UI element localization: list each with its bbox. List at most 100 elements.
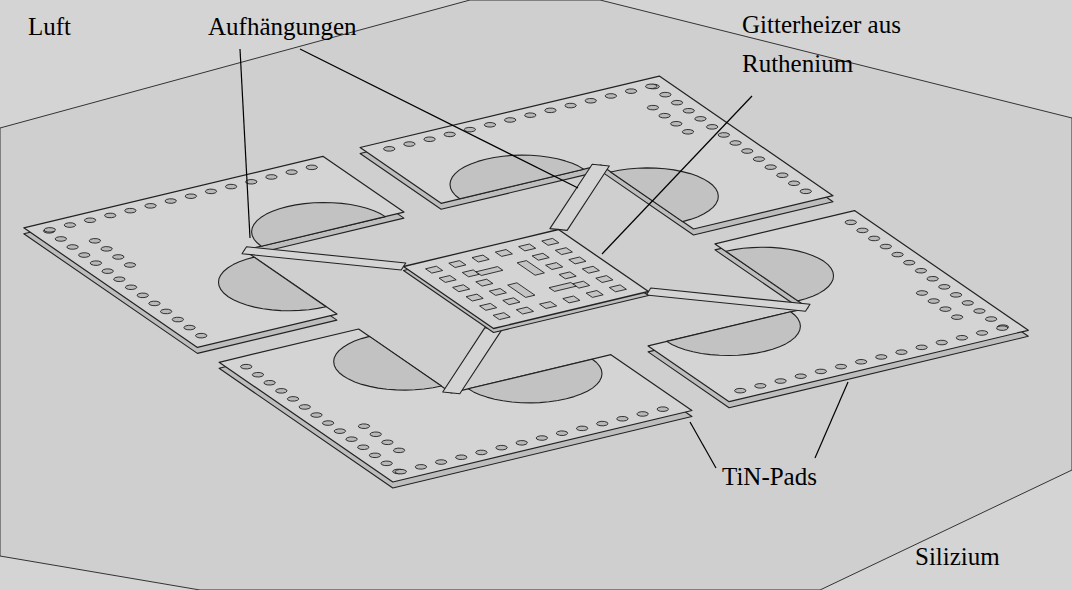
via-hole [145, 204, 157, 209]
via-hole [951, 315, 962, 320]
via-hole [896, 350, 908, 355]
grid-hole [609, 285, 626, 292]
grid-hole [569, 257, 586, 264]
via-hole [196, 333, 208, 338]
device-group [24, 76, 1029, 488]
via-hole [671, 122, 682, 127]
via-hole [67, 245, 79, 250]
via-hole [44, 228, 55, 233]
via-hole [496, 445, 508, 450]
grid-hole [493, 313, 510, 320]
via-hole [160, 309, 172, 314]
via-hole [857, 228, 869, 233]
grid-hole [532, 253, 549, 260]
via-hole [777, 173, 789, 178]
via-hole [299, 405, 311, 410]
via-hole [381, 461, 393, 466]
via-hole [125, 285, 137, 290]
via-hole [205, 189, 216, 194]
via-hole [322, 421, 334, 426]
via-hole [435, 460, 446, 465]
via-hole [536, 436, 548, 441]
via-hole [101, 247, 112, 252]
via-hole [997, 325, 1009, 330]
via-hole [939, 285, 951, 290]
grid-hole [489, 289, 506, 296]
leader-lines [240, 49, 848, 468]
via-hole [625, 89, 637, 94]
via-hole [476, 450, 487, 455]
via-hole [90, 261, 102, 266]
trench-cutout [611, 168, 719, 222]
part-label: TiN-Pads [722, 458, 817, 497]
via-hole [706, 125, 718, 130]
suspension-beam [646, 288, 810, 311]
via-hole [504, 118, 516, 123]
grid-hole [555, 248, 572, 255]
via-hole [165, 199, 176, 204]
suspension-beam [242, 247, 406, 270]
trench-cutout [726, 247, 834, 301]
via-hole [395, 469, 406, 474]
via-hole [393, 448, 404, 453]
via-hole [114, 277, 126, 282]
via-hole [456, 455, 468, 460]
via-hole [742, 149, 754, 154]
via-hole [950, 293, 962, 298]
via-hole [415, 465, 427, 470]
via-hole [916, 345, 927, 350]
grid-hole [462, 270, 479, 277]
via-hole [369, 453, 381, 458]
via-hole [753, 157, 765, 162]
via-hole [84, 218, 95, 223]
via-hole [172, 317, 184, 322]
via-hole [904, 260, 916, 265]
trench-cutout [219, 257, 327, 311]
via-hole [556, 431, 567, 436]
via-hole [404, 142, 415, 147]
via-hole [755, 384, 766, 389]
trench-cutout [450, 155, 584, 199]
trench-cutout [334, 336, 442, 390]
suspension-beam [550, 164, 609, 230]
via-hole [64, 223, 76, 228]
leader-line [300, 49, 578, 188]
via-hole [124, 263, 135, 268]
grid-hole [495, 250, 512, 257]
via-hole [149, 301, 161, 306]
grid-hole [573, 281, 590, 288]
grid-hole [453, 285, 470, 292]
via-hole [358, 445, 370, 450]
grid-hole [480, 303, 497, 310]
via-hole [927, 277, 939, 282]
via-hole [647, 105, 658, 110]
grid-hole [516, 307, 533, 314]
via-hole [660, 92, 672, 97]
via-hole [683, 109, 695, 114]
grid-hole [426, 266, 443, 273]
via-hole [516, 441, 527, 446]
via-hole [892, 252, 904, 256]
via-hole [962, 301, 974, 306]
via-hole [424, 137, 436, 142]
grid-hole [466, 294, 483, 301]
via-hole [358, 424, 369, 429]
trench-cutout [252, 203, 386, 247]
via-hole [464, 127, 476, 131]
part-label: Silizium [915, 538, 1000, 577]
via-hole [346, 437, 358, 442]
via-hole [384, 147, 396, 152]
leader-line [240, 49, 250, 238]
tin-pad [219, 329, 692, 482]
via-hole [928, 299, 939, 304]
via-hole [484, 123, 495, 128]
grid-hole [540, 302, 557, 309]
via-hole [788, 181, 800, 186]
tin-pad [24, 156, 404, 347]
grid-hole [596, 276, 613, 283]
tin-pad [360, 76, 833, 229]
grid-hole [449, 261, 466, 268]
via-hole [225, 184, 237, 189]
